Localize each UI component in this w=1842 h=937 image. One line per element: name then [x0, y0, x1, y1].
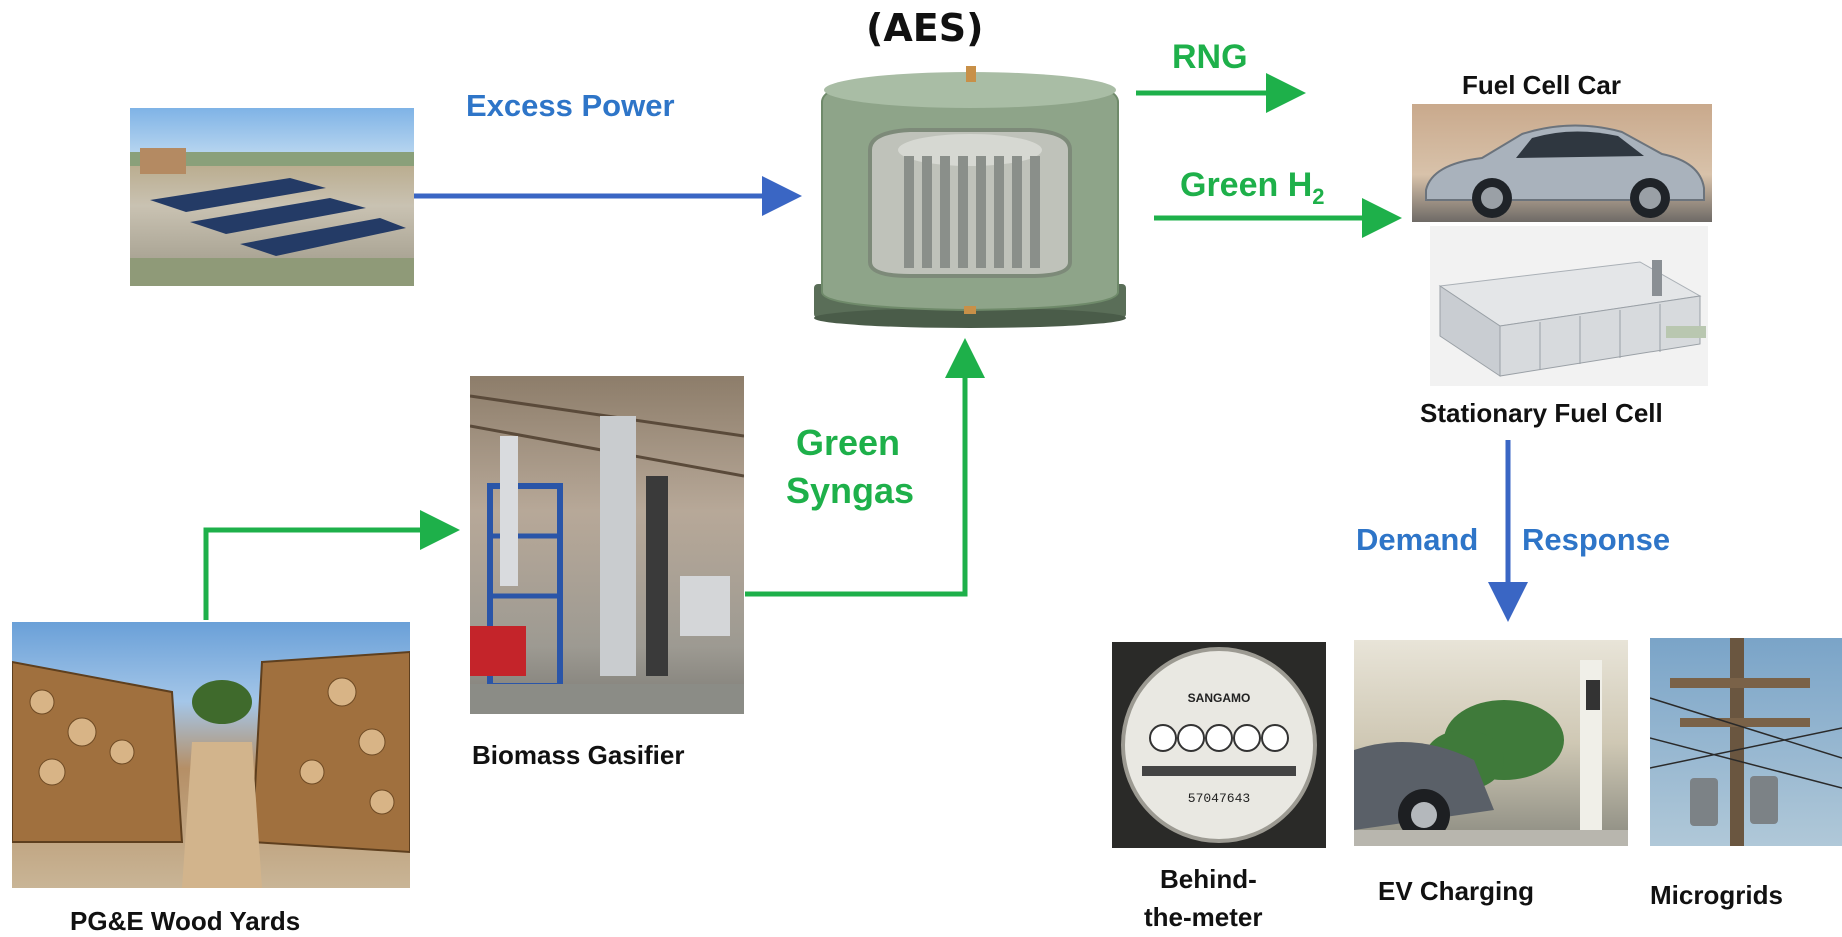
- response-label: Response: [1522, 522, 1671, 557]
- meter-reading-text: 57047643: [1188, 791, 1250, 806]
- syngas-arrow: [745, 338, 985, 597]
- green-h2-label: Green H2: [1180, 166, 1325, 210]
- green-h2-main: Green H: [1180, 166, 1313, 204]
- stationary-fuel-cell-image: [1430, 226, 1708, 386]
- green-h2-subscript: 2: [1312, 183, 1325, 209]
- meter-brand-text: SANGAMO: [1188, 691, 1251, 705]
- fuel-cell-car-image: [1412, 104, 1712, 222]
- solar-carport-image: [130, 108, 414, 286]
- fuel-cell-car-caption: Fuel Cell Car: [1462, 70, 1621, 100]
- aes-title: (AES): [866, 6, 984, 50]
- ev-charging-image: [1354, 640, 1628, 846]
- electric-meter-image: SANGAMO 57047643: [1112, 642, 1326, 848]
- demand-label: Demand: [1356, 522, 1479, 557]
- biomass-gasifier-image: [470, 376, 744, 714]
- wood-to-gasifier-arrow: [203, 510, 460, 620]
- behind-the-meter-caption-1: Behind-: [1160, 864, 1257, 894]
- ev-charging-caption: EV Charging: [1378, 876, 1535, 906]
- rng-label: RNG: [1172, 38, 1248, 76]
- microgrids-image: [1650, 638, 1842, 846]
- green-syngas-label-line2: Syngas: [786, 470, 915, 511]
- stationary-fuel-cell-caption: Stationary Fuel Cell: [1420, 398, 1663, 428]
- green-syngas-label-line1: Green: [796, 422, 901, 463]
- wood-yards-caption: PG&E Wood Yards: [70, 906, 301, 936]
- biomass-gasifier-caption: Biomass Gasifier: [472, 740, 685, 770]
- excess-power-label: Excess Power: [466, 88, 675, 123]
- wood-yards-image: [12, 622, 410, 888]
- aes-unit-image: [800, 62, 1140, 330]
- microgrids-caption: Microgrids: [1650, 880, 1783, 910]
- behind-the-meter-caption-2: the-meter: [1144, 902, 1263, 932]
